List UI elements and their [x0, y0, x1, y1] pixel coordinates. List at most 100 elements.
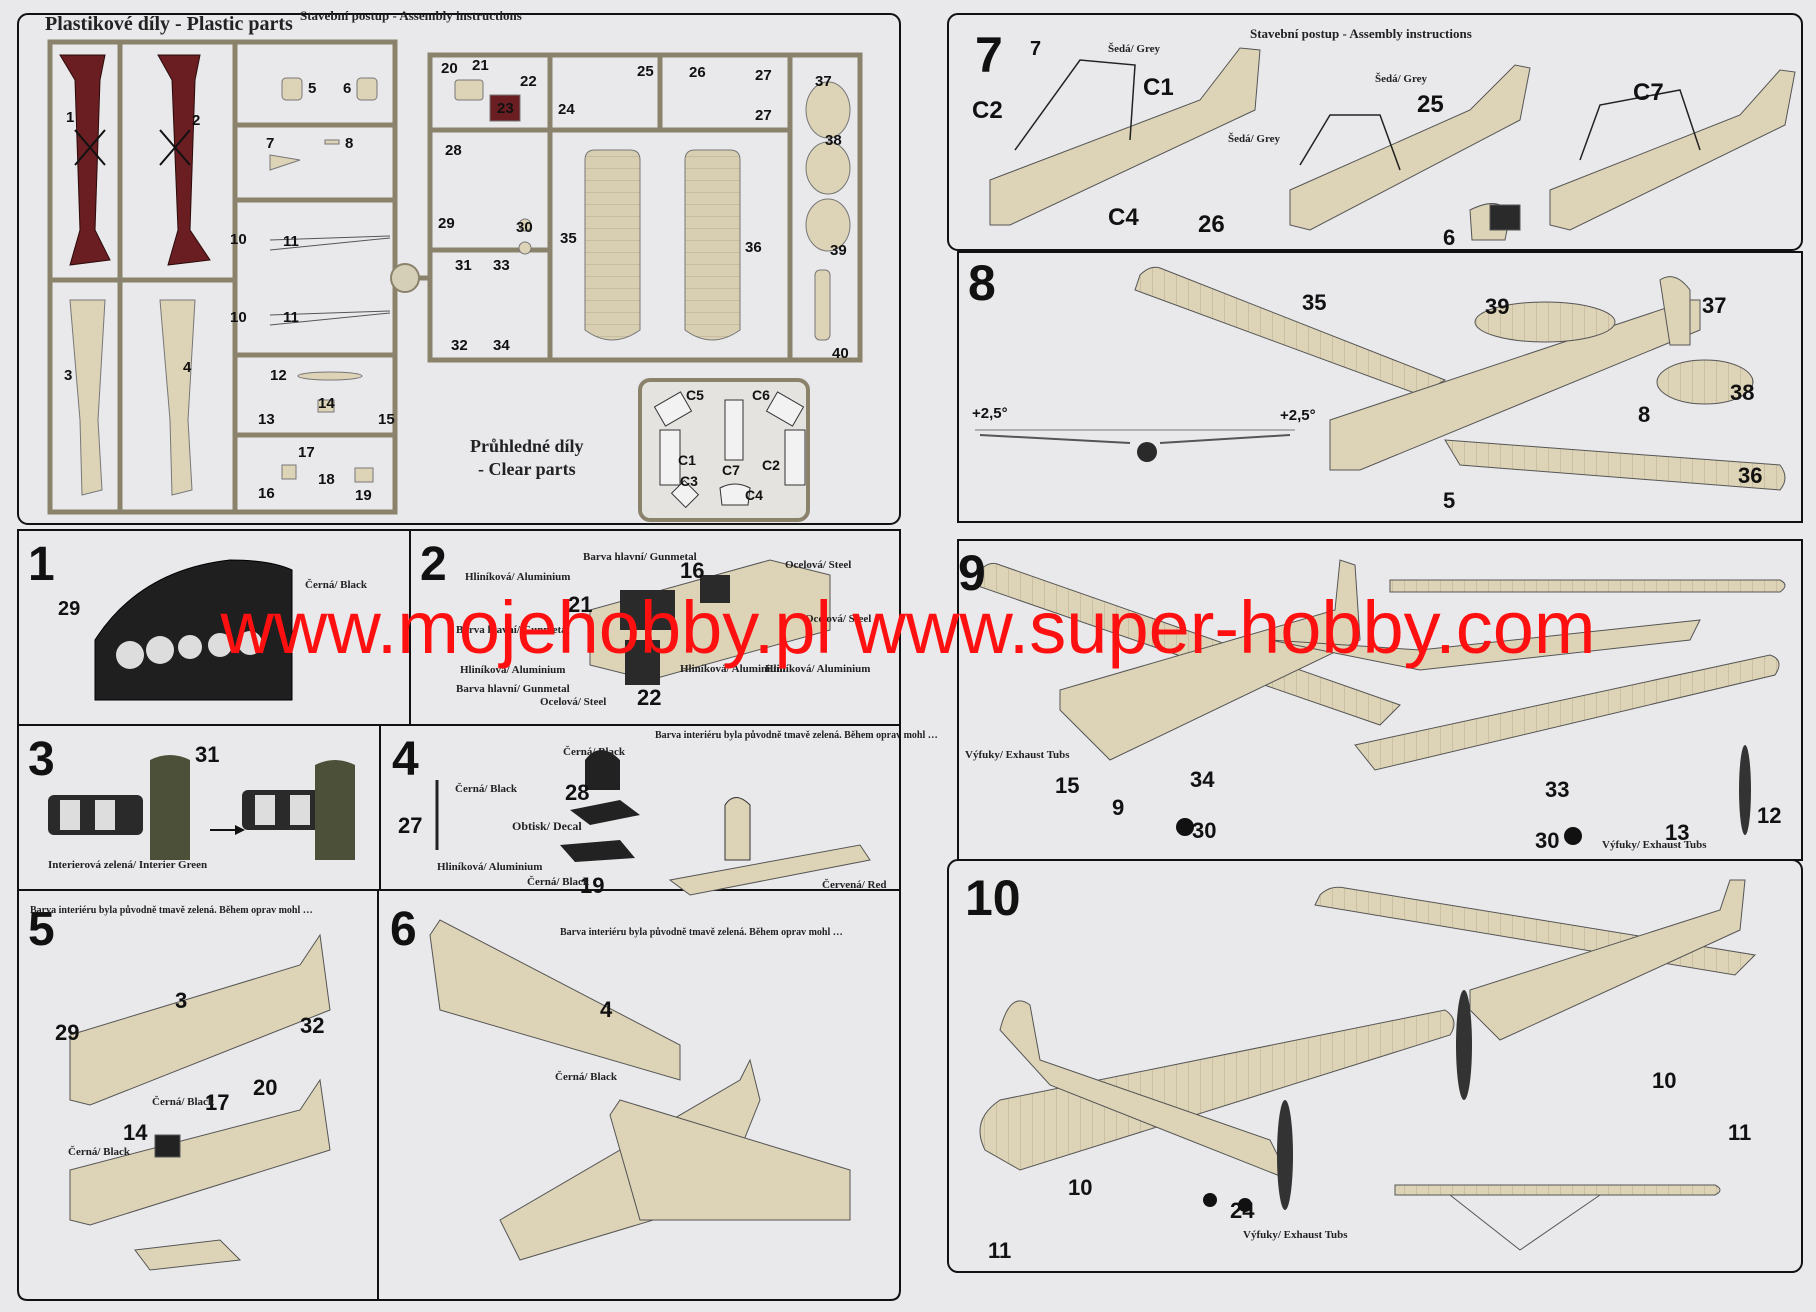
- step-numbers: 1 2 3 4 5 6 7 8 9 10: [28, 27, 1021, 956]
- step-number: 7: [975, 27, 1003, 83]
- step1-color: Černá/ Black: [305, 578, 368, 591]
- step-number: 10: [965, 870, 1021, 926]
- part-label: 39: [830, 242, 847, 259]
- step4-part-28: 28: [565, 780, 589, 805]
- step8-part: 39: [1485, 294, 1509, 319]
- step10-part: 10: [1068, 1175, 1092, 1200]
- left-header: Stavební postup - Assembly instructions: [300, 8, 522, 23]
- step4-drawing: [435, 750, 871, 896]
- part-label: 4: [183, 359, 192, 376]
- fuselage-halves-light: [69, 299, 196, 496]
- step-number: 1: [28, 538, 55, 591]
- part-label: 25: [637, 63, 654, 80]
- step5-frame: [17, 889, 379, 1301]
- part-label: 19: [355, 487, 372, 504]
- step9-part: 34: [1190, 767, 1215, 792]
- step4-part-27: 27: [398, 813, 422, 838]
- step7-frame: [947, 13, 1803, 251]
- step7-part: C4: [1108, 204, 1139, 231]
- step1-drawing: [94, 559, 293, 701]
- part-label: 16: [258, 485, 275, 502]
- step5-drawing: [69, 933, 331, 1271]
- part-label: 11: [283, 233, 299, 250]
- step10-drawing: [979, 879, 1757, 1251]
- small-parts-b: [454, 79, 851, 341]
- step2-color: Barva hlavní/ Gunmetal: [456, 624, 570, 636]
- step5-part: 17: [205, 1090, 229, 1115]
- step10-frame: [947, 859, 1803, 1273]
- step5-part: 20: [253, 1075, 277, 1100]
- part-label: 13: [258, 411, 275, 428]
- sprue-panel-frame: [17, 13, 901, 525]
- step9-part: 12: [1757, 803, 1781, 828]
- part-label: 29: [438, 215, 455, 232]
- part-label: 21: [472, 57, 489, 74]
- step2-part-21: 21: [568, 592, 592, 617]
- part-label: 17: [298, 444, 315, 461]
- step7-part: C7: [1633, 79, 1664, 106]
- step5-part: 29: [55, 1020, 79, 1045]
- sprue-frame-b: [427, 52, 863, 363]
- step9-drawing: [974, 559, 1786, 845]
- step7-part: 26: [1198, 211, 1225, 238]
- part-label: 20: [441, 60, 458, 77]
- step2-color: Hliníková/ Aluminium: [460, 664, 565, 676]
- step10-exhaust: Výfuky/ Exhaust Tubs: [1243, 1229, 1348, 1241]
- step-number: 2: [420, 538, 447, 591]
- step9-part: 33: [1545, 777, 1569, 802]
- step7-part: C2: [972, 97, 1003, 124]
- step4-color: Černá/ Black: [527, 875, 590, 888]
- step-number: 6: [390, 903, 417, 956]
- step9-part: 9: [1112, 795, 1124, 820]
- part-label: 23: [497, 100, 514, 117]
- step6-frame: [377, 889, 901, 1301]
- step-number: 5: [28, 903, 55, 956]
- step3-drawing: [48, 755, 355, 860]
- interior-note-step6: Barva interiéru byla původně tmavě zelen…: [560, 927, 843, 938]
- step4-color: Černá/ Black: [563, 745, 626, 758]
- part-label: 12: [270, 367, 287, 384]
- part-label: 14: [318, 395, 335, 412]
- step5-color: Černá/ Black: [152, 1095, 215, 1108]
- step8-angle: +2,5°: [972, 405, 1008, 422]
- step2-color: Barva hlavní/ Gunmetal: [456, 683, 570, 695]
- step-number: 9: [958, 545, 986, 601]
- step9-part: 30: [1535, 828, 1559, 853]
- sprue-frame-a: [47, 39, 430, 515]
- part-label: 26: [689, 64, 706, 81]
- step2-color: Hliníková/ Aluminium: [465, 571, 570, 583]
- step2-color: Ocelová/ Steel: [540, 696, 606, 708]
- part-label: 40: [832, 345, 849, 362]
- part-label: 6: [343, 80, 351, 97]
- step10-part: 24: [1230, 1198, 1255, 1223]
- step2-color: Hliníková/ Aluminium: [680, 663, 785, 675]
- part-label: 24: [558, 101, 575, 118]
- step9-exhaust: Výfuky/ Exhaust Tubs: [965, 749, 1070, 761]
- step2-color: Hliníková/ Aluminium: [765, 663, 870, 675]
- clear-label: C6: [752, 387, 770, 403]
- step7-color: Šedá/ Grey: [1108, 42, 1161, 55]
- part-label: 18: [318, 471, 335, 488]
- step8-part: 38: [1730, 380, 1754, 405]
- step8-frame: [957, 251, 1803, 523]
- step7-color: Šedá/ Grey: [1228, 132, 1281, 145]
- part-label: 37: [815, 73, 832, 90]
- clear-label: C4: [745, 487, 763, 503]
- step-number: 3: [28, 733, 55, 786]
- step-callouts: 29 Černá/ Black 16 21 22 Barva hlavní/ G…: [48, 38, 1781, 1263]
- clear-label: C5: [686, 387, 704, 403]
- step7-color: Šedá/ Grey: [1375, 72, 1428, 85]
- step6-drawing: [429, 919, 851, 1261]
- step7-part: 7: [1030, 38, 1041, 60]
- panel-frames: [17, 13, 1803, 1301]
- step9-part: 15: [1055, 773, 1079, 798]
- fuselage-halves-dark: [59, 54, 211, 266]
- part-label: 7: [266, 135, 274, 152]
- step8-drawing: [975, 266, 1786, 491]
- step5-color: Černá/ Black: [68, 1145, 131, 1158]
- step8-part: 8: [1638, 402, 1650, 427]
- part-label: 34: [493, 337, 510, 354]
- part-label: 28: [445, 142, 462, 159]
- step3-part: 31: [195, 742, 219, 767]
